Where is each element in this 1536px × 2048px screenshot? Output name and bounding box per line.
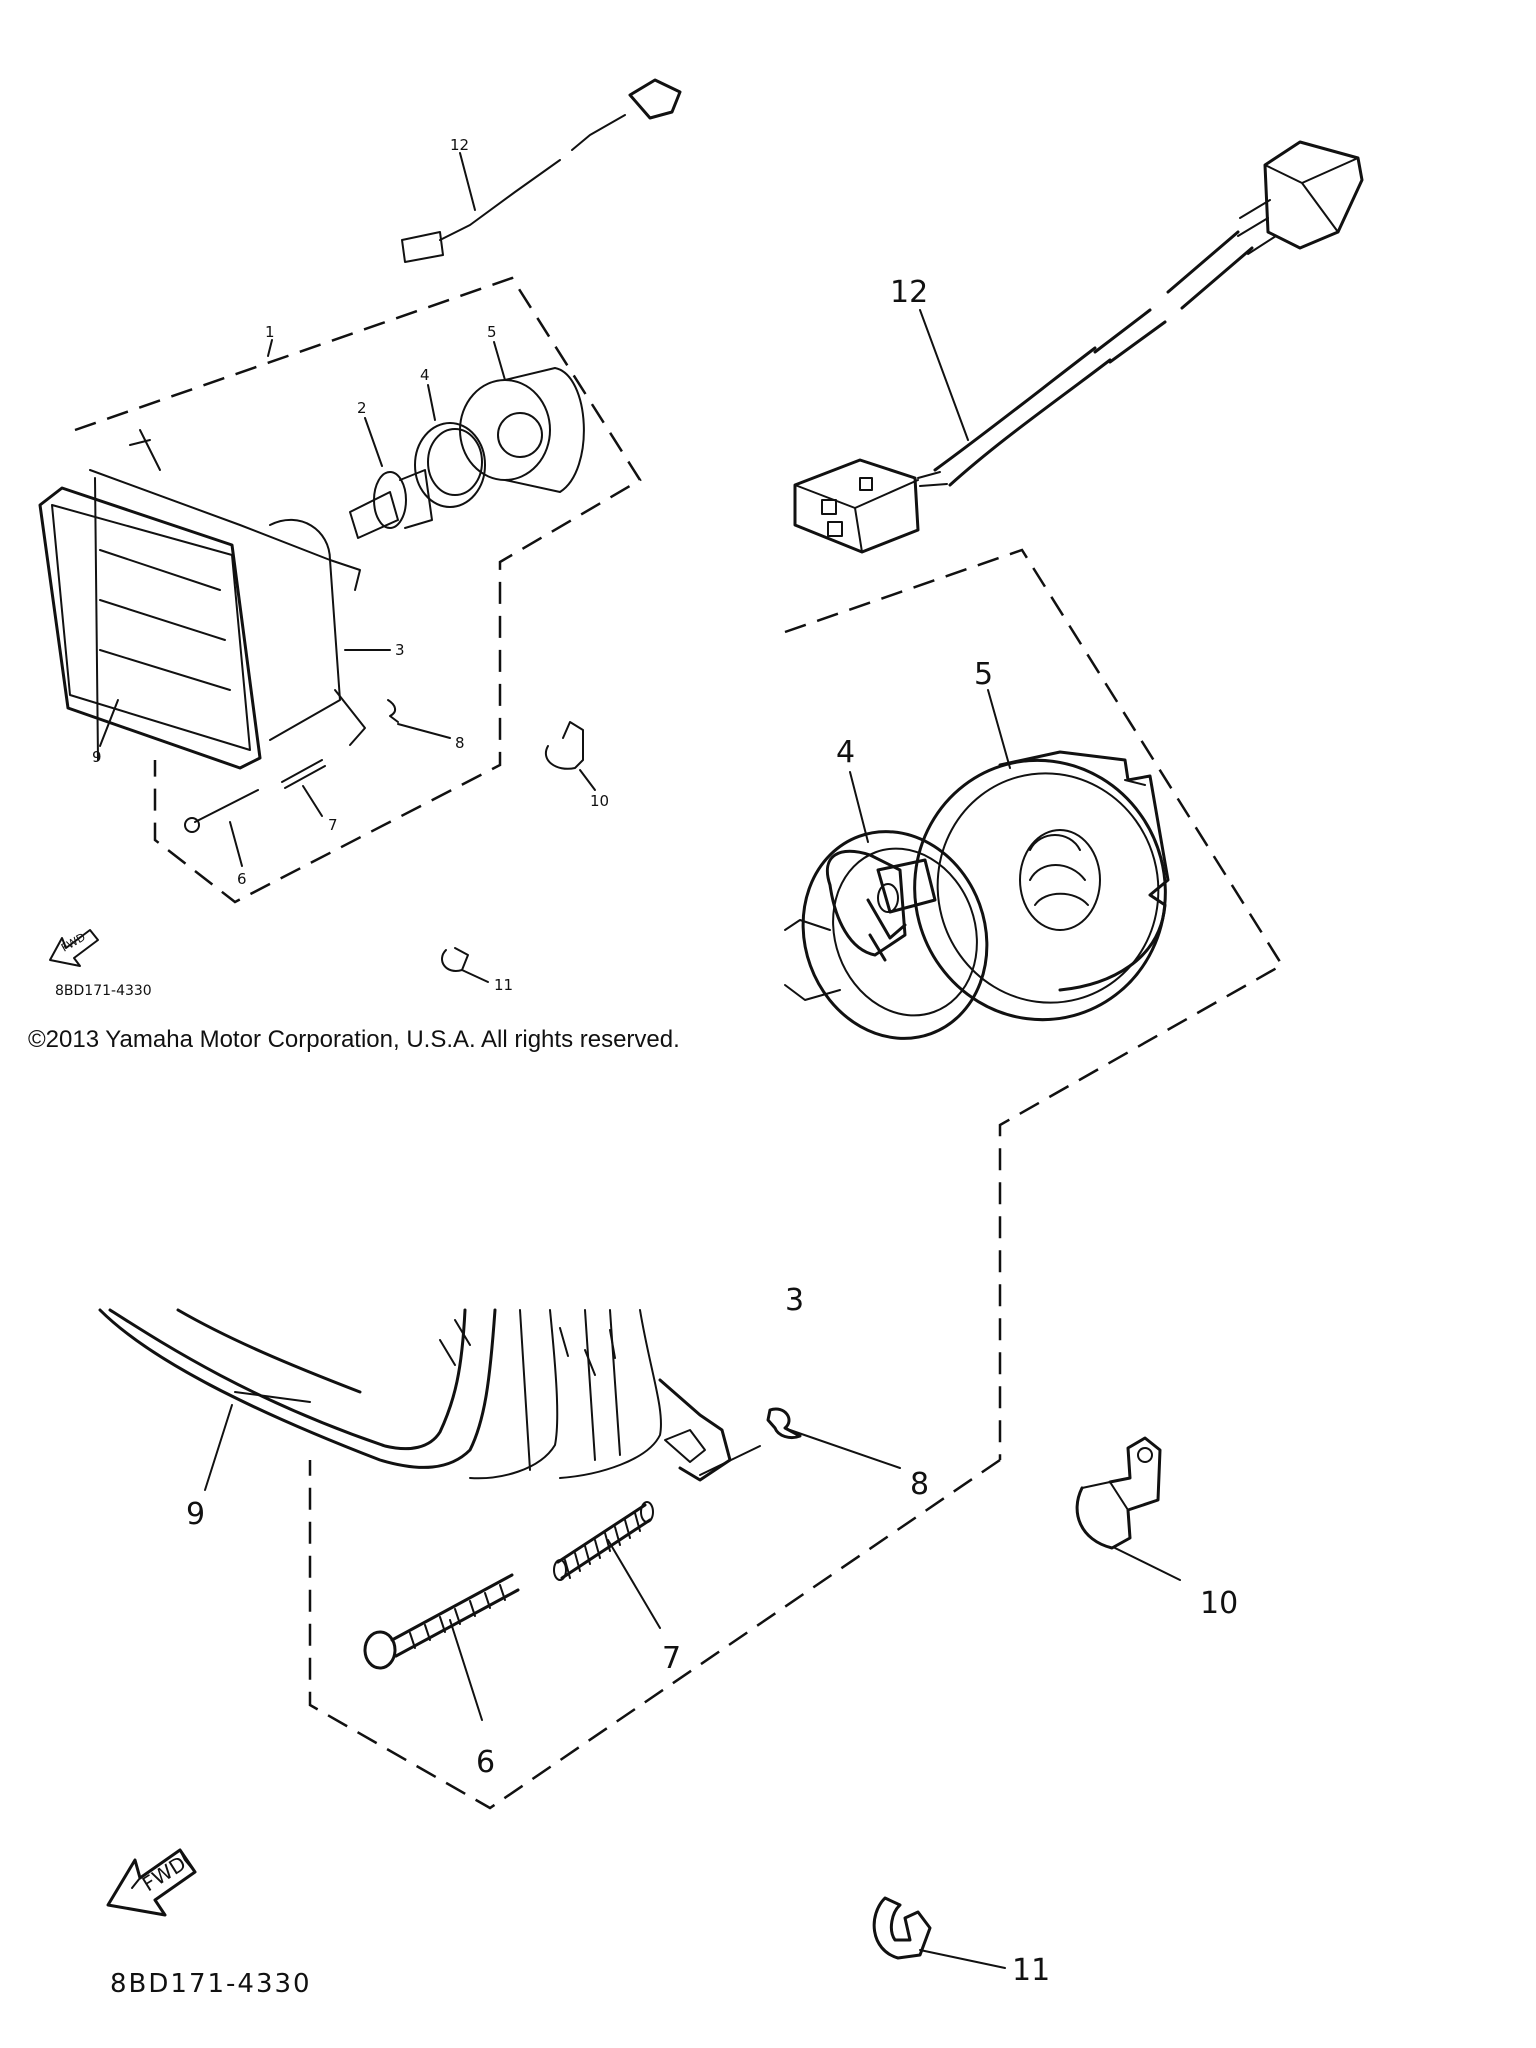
overview-callout-11: 11 (494, 976, 513, 994)
overview-bulb-icon (349, 469, 433, 539)
detail-callout-8: 8 (910, 1467, 929, 1502)
overview-dashed-outline (74, 276, 642, 904)
detail-callout-9: 9 (186, 1497, 205, 1532)
overview-clamp-10-icon (545, 721, 584, 770)
detail-headlight-icon (98, 1308, 732, 1482)
overview-leader-8 (397, 723, 451, 739)
detail-leader-8 (789, 1429, 901, 1469)
overview-callout-4: 4 (420, 366, 430, 384)
detail-diagram-code: 8BD171-4330 (110, 1969, 312, 1999)
detail-leader-10 (1114, 1547, 1181, 1581)
overview-callout-10: 10 (590, 792, 609, 810)
detail-dashed-outline-lower (308, 1458, 1001, 1810)
overview-leader-11 (461, 969, 489, 983)
overview-callout-1: 1 (265, 323, 275, 341)
detail-leader-6 (449, 1619, 483, 1721)
overview-leader-5 (493, 341, 506, 381)
overview-callout-7: 7 (328, 816, 338, 834)
overview-leader-9 (99, 699, 119, 747)
detail-leader-12 (919, 309, 969, 441)
detail-callout-11: 11 (1012, 1953, 1050, 1988)
detail-fwd-arrow-icon: FWD (106, 1848, 197, 1917)
overview-leader-12 (459, 152, 476, 211)
detail-callout-4: 4 (836, 735, 855, 770)
detail-callout-5: 5 (974, 657, 993, 692)
overview-callout-5: 5 (487, 323, 497, 341)
svg-text:FWD: FWD (138, 1851, 190, 1896)
overview-callout-12: 12 (450, 136, 469, 154)
detail-holder-icon (784, 830, 989, 1040)
overview-callout-9: 9 (92, 748, 102, 766)
detail-harness-icon (793, 140, 1364, 554)
overview-callout-3: 3 (395, 641, 405, 659)
overview-fwd-arrow-icon: FWD (49, 929, 99, 967)
detail-leader-handle (699, 1445, 761, 1476)
detail-cover-icon (913, 750, 1170, 1022)
overview-headlight-icon (38, 429, 366, 770)
overview-callout-2: 2 (357, 399, 367, 417)
detail-callout-6: 6 (476, 1745, 495, 1780)
overview-callout-6: 6 (237, 870, 247, 888)
overview-clip-icon (387, 699, 399, 723)
detail-dashed-outline-upper (784, 548, 1284, 1460)
detail-callout-3: 3 (785, 1283, 804, 1318)
detail-leader-9 (204, 1404, 233, 1491)
copyright-notice: ©2013 Yamaha Motor Corporation, U.S.A. A… (28, 1026, 680, 1053)
detail-screw-icon (363, 1573, 520, 1670)
overview-callout-8: 8 (455, 734, 465, 752)
overview-cover-icon (459, 367, 585, 493)
detail-leader-4 (849, 771, 869, 843)
overview-screw-icon (184, 789, 259, 833)
detail-callout-12: 12 (890, 275, 928, 310)
overview-leader-6 (229, 821, 243, 867)
detail-callout-10: 10 (1200, 1586, 1238, 1621)
detail-leader-7 (607, 1539, 661, 1629)
overview-holder-icon (414, 422, 486, 508)
detail-spring-icon (553, 1501, 654, 1581)
overview-spring-icon (281, 759, 326, 789)
overview-leader-10 (579, 769, 596, 791)
overview-leader-4 (427, 384, 436, 421)
overview-leader-2 (364, 417, 383, 467)
detail-diagram: FWD 3 4 5 6 7 8 9 10 11 12 8BD171-4330 (98, 140, 1364, 1999)
detail-callout-7: 7 (662, 1641, 681, 1676)
overview-diagram: FWD 1 2 3 4 5 6 7 8 9 10 11 12 8BD171-43… (38, 78, 682, 999)
overview-leader-1 (267, 339, 273, 357)
detail-clamp-11-icon (872, 1896, 932, 1960)
overview-clamp-11-icon (441, 947, 469, 972)
detail-leader-5 (987, 689, 1011, 769)
overview-leader-7 (302, 785, 323, 817)
overview-harness-icon (401, 78, 682, 263)
detail-clip-icon (766, 1407, 802, 1440)
detail-leader-11 (919, 1949, 1006, 1969)
overview-diagram-code: 8BD171-4330 (55, 983, 152, 999)
detail-clamp-10-icon (1075, 1436, 1162, 1550)
